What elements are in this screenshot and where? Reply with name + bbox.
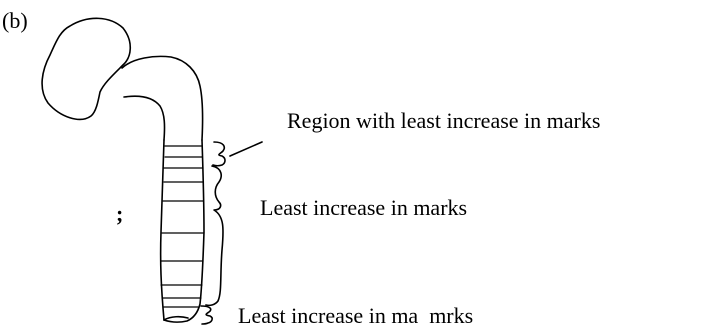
bottom-annotation: Least increase in ma mrks bbox=[238, 303, 474, 328]
hypocotyl-inner-outline bbox=[123, 95, 166, 141]
semicolon-mark: ; bbox=[116, 201, 124, 226]
root-right-edge bbox=[163, 139, 205, 323]
tip-brace bbox=[200, 305, 213, 325]
root-marks bbox=[160, 145, 205, 308]
region-brace bbox=[212, 141, 226, 167]
panel-label: (b) bbox=[2, 8, 28, 33]
region-annotation: Region with least increase in marks bbox=[287, 108, 601, 133]
middle-annotation: Least increase in marks bbox=[260, 195, 468, 220]
hypocotyl-outline bbox=[121, 55, 204, 141]
seed-outline bbox=[41, 17, 132, 121]
middle-brace bbox=[205, 165, 224, 307]
root-left-edge bbox=[159, 139, 165, 321]
root-cap bbox=[163, 315, 189, 321]
region-pointer-line bbox=[229, 141, 263, 157]
